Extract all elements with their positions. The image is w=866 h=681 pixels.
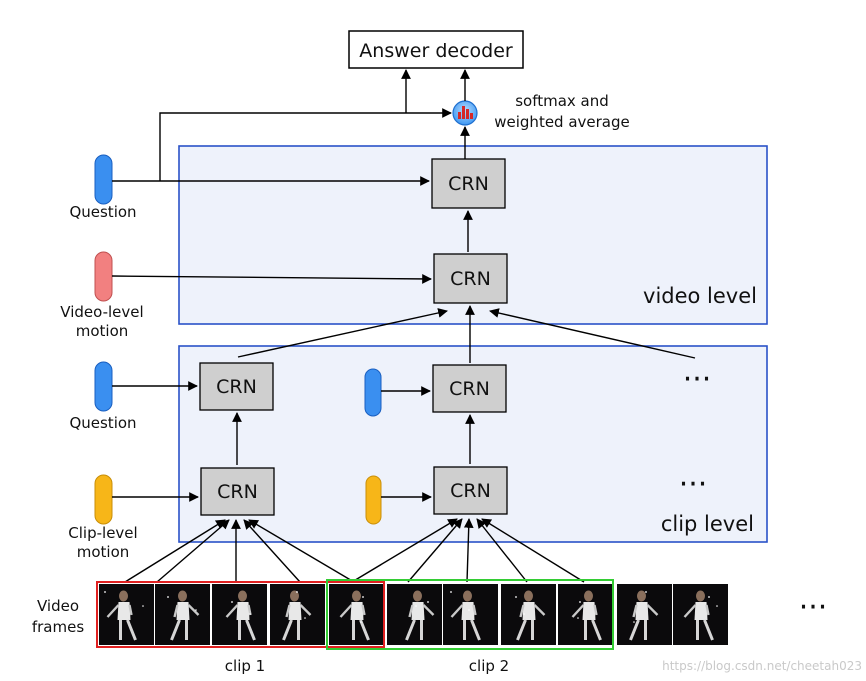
clip1-label: clip 1 bbox=[225, 657, 265, 675]
video-frame-thumbnail bbox=[270, 584, 325, 645]
video-motion-label-line1: Video-level bbox=[60, 303, 143, 321]
video-frame-thumbnail bbox=[558, 584, 613, 645]
softmax-label-line2: weighted average bbox=[494, 113, 630, 131]
svg-text:CRN: CRN bbox=[450, 480, 491, 502]
clip-level-ellipsis-top: ··· bbox=[683, 362, 712, 397]
video-motion-label-line2: motion bbox=[76, 322, 129, 340]
video-frames-strip bbox=[99, 584, 728, 645]
crn-block-clip2-question: CRN bbox=[432, 364, 507, 413]
softmax-label-line1: softmax and bbox=[515, 92, 609, 110]
clip1-frame-bracket bbox=[96, 581, 385, 648]
frames-label-line1: Video bbox=[37, 597, 79, 615]
question-label-mid: Question bbox=[69, 414, 136, 432]
crn-block-video-bottom: CRN bbox=[433, 253, 508, 304]
clip2-motion-token bbox=[365, 475, 382, 525]
svg-text:CRN: CRN bbox=[450, 268, 491, 290]
crn-block-clip1-motion: CRN bbox=[200, 467, 275, 516]
question-token-top bbox=[94, 154, 113, 205]
clip-level-ellipsis-bottom: ··· bbox=[679, 467, 708, 502]
frames-label-line2: frames bbox=[32, 618, 84, 636]
video-level-label: video level bbox=[643, 284, 757, 308]
crn-block-video-top: CRN bbox=[431, 158, 506, 209]
video-frame-thumbnail bbox=[673, 584, 728, 645]
video-motion-token bbox=[94, 251, 113, 302]
svg-text:CRN: CRN bbox=[217, 481, 258, 503]
watermark-text: https://blog.csdn.net/cheetah023 bbox=[662, 659, 862, 673]
clip-level-label: clip level bbox=[661, 512, 754, 536]
video-frame-thumbnail bbox=[501, 584, 556, 645]
svg-text:CRN: CRN bbox=[449, 378, 490, 400]
answer-decoder-label: Answer decoder bbox=[359, 40, 513, 62]
question-label-top: Question bbox=[69, 203, 136, 221]
svg-text:CRN: CRN bbox=[216, 376, 257, 398]
video-frame-thumbnail bbox=[617, 584, 672, 645]
clip-motion-label-line2: motion bbox=[77, 543, 130, 561]
video-frame-thumbnail bbox=[387, 584, 442, 645]
softmax-bar-chart-icon bbox=[452, 100, 478, 126]
crn-block-clip2-motion: CRN bbox=[433, 466, 508, 515]
clip2-frame-bracket bbox=[326, 579, 614, 650]
frames-ellipsis: ··· bbox=[799, 590, 828, 625]
video-frame-thumbnail bbox=[443, 584, 498, 645]
clip-motion-label-line1: Clip-level bbox=[68, 524, 137, 542]
video-frame-thumbnail bbox=[155, 584, 210, 645]
clip2-question-token bbox=[364, 368, 382, 417]
video-frame-thumbnail bbox=[212, 584, 267, 645]
crn-block-clip1-question: CRN bbox=[199, 362, 274, 411]
clip-motion-token bbox=[94, 474, 113, 525]
video-frame-thumbnail bbox=[99, 584, 154, 645]
video-frame-thumbnail bbox=[329, 584, 384, 645]
answer-decoder-box bbox=[348, 30, 524, 69]
svg-text:CRN: CRN bbox=[448, 173, 489, 195]
clip2-label: clip 2 bbox=[469, 657, 509, 675]
connection-arrows bbox=[111, 69, 696, 583]
question-token-mid bbox=[94, 361, 113, 412]
